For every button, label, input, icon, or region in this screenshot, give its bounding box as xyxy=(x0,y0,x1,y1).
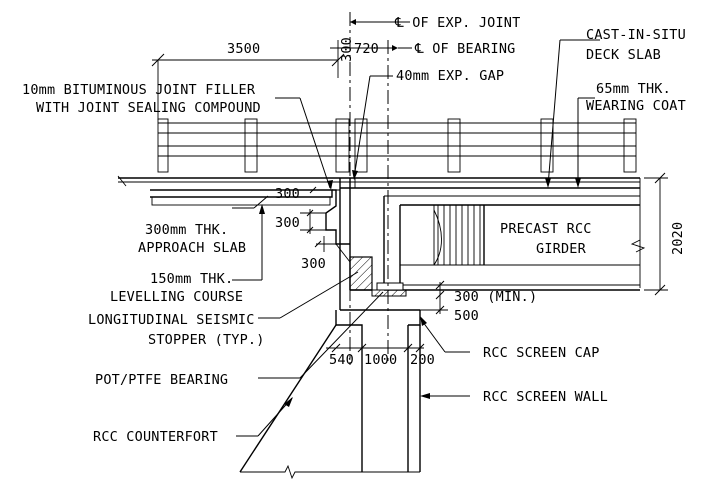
label-wearing-2: WEARING COAT xyxy=(586,98,686,114)
label-screen-cap: RCC SCREEN CAP xyxy=(483,345,600,361)
railing-post xyxy=(335,118,350,173)
railing-post xyxy=(447,118,461,173)
label-cast-in-situ-1: CAST-IN-SITU xyxy=(586,27,686,43)
dim-3500: 3500 xyxy=(227,41,260,57)
dim-300-top: 300 xyxy=(339,37,355,62)
railing-post xyxy=(157,118,169,173)
rcc-counterfort xyxy=(239,324,337,473)
dim-540: 540 xyxy=(329,352,354,368)
dim-720: 720 xyxy=(354,41,379,57)
label-filler-2: WITH JOINT SEALING COMPOUND xyxy=(36,100,261,116)
bearing-cap-dimensions xyxy=(326,280,448,353)
dim-300-level: 300 xyxy=(301,256,326,272)
levelling-course-hatch xyxy=(151,196,331,206)
railing-post xyxy=(540,118,554,173)
label-cast-in-situ-2: DECK SLAB xyxy=(586,47,661,63)
dim-2020: 2020 xyxy=(670,222,686,255)
label-seismic-1: LONGITUDINAL SEISMIC xyxy=(88,312,255,328)
label-exp-gap: 40mm EXP. GAP xyxy=(396,68,504,84)
leader-lines xyxy=(232,39,600,437)
approach-slab xyxy=(150,189,351,263)
girder-depth-dimension xyxy=(644,172,668,296)
expansion-gap-filler xyxy=(349,177,356,189)
break-line xyxy=(240,464,420,480)
dim-500: 500 xyxy=(454,308,479,324)
label-approach-2: APPROACH SLAB xyxy=(138,240,246,256)
deck-surface xyxy=(117,175,641,288)
pot-ptfe-bearing xyxy=(371,282,407,297)
rcc-screen-cap xyxy=(335,310,421,472)
slab-dimensions xyxy=(276,186,340,252)
girder-web-shading xyxy=(437,205,481,265)
label-wearing-1: 65mm THK. xyxy=(596,81,671,97)
label-bearing: POT/PTFE BEARING xyxy=(95,372,228,388)
dim-300-min: 300 (MIN.) xyxy=(454,289,537,305)
label-approach-1: 300mm THK. xyxy=(145,222,228,238)
label-precast-2: GIRDER xyxy=(536,241,587,257)
label-cl-bearing: ℄ OF BEARING xyxy=(414,41,515,57)
railing-post xyxy=(354,118,368,173)
label-cl-exp-joint: ℄ OF EXP. JOINT xyxy=(394,15,520,31)
label-levelling-2: LEVELLING COURSE xyxy=(110,289,243,305)
dim-1000: 1000 xyxy=(364,352,397,368)
precast-girder xyxy=(383,196,646,291)
seismic-stopper xyxy=(349,256,373,291)
dim-300-slab-b: 300 xyxy=(275,215,300,231)
railing-post xyxy=(244,118,258,173)
label-counterfort: RCC COUNTERFORT xyxy=(93,429,218,445)
railing-post xyxy=(623,118,637,173)
dim-200: 200 xyxy=(410,352,435,368)
label-filler-1: 10mm BITUMINOUS JOINT FILLER xyxy=(22,82,256,98)
label-precast-1: PRECAST RCC xyxy=(500,221,592,237)
dim-300-slab: 300 xyxy=(275,186,300,202)
crash-barrier-railing xyxy=(157,118,637,173)
top-dimensions xyxy=(151,19,412,120)
label-levelling-1: 150mm THK. xyxy=(150,271,233,287)
label-seismic-2: STOPPER (TYP.) xyxy=(148,332,265,348)
label-screen-wall: RCC SCREEN WALL xyxy=(483,389,608,405)
